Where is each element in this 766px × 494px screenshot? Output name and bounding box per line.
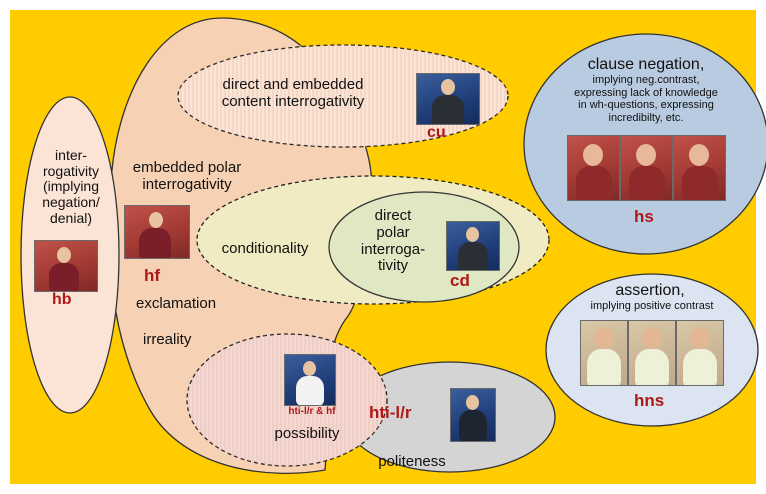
signer-body bbox=[629, 166, 665, 200]
direct-polar-region bbox=[328, 191, 520, 303]
signer-head bbox=[303, 361, 316, 376]
hns-signer-photo-3 bbox=[676, 320, 724, 386]
signer-body bbox=[576, 166, 612, 200]
hs-signer-photo-3 bbox=[673, 135, 726, 201]
cd-code: cd bbox=[450, 271, 470, 290]
cd-signer-photo bbox=[446, 221, 500, 271]
hs-signer-photo-1 bbox=[567, 135, 620, 201]
signer-body bbox=[139, 228, 171, 258]
signer-body bbox=[587, 349, 621, 385]
signer-body bbox=[49, 263, 79, 291]
signer-body bbox=[296, 376, 324, 405]
possibility-label: possibility bbox=[274, 425, 340, 442]
content-interrogativity-label: direct and embedded content interrogativ… bbox=[221, 76, 365, 110]
hb-signer-photo bbox=[34, 240, 98, 292]
signer-head bbox=[57, 247, 71, 263]
signer-body bbox=[458, 242, 488, 270]
possibility-inner-code: hti-l/r & hf bbox=[288, 406, 336, 417]
politeness-code: hti-l/r bbox=[369, 403, 412, 422]
conditionality-label: conditionality bbox=[221, 240, 309, 257]
irreality-label: irreality bbox=[143, 331, 192, 348]
signer-body bbox=[682, 166, 718, 200]
cu-code: cu bbox=[427, 124, 446, 141]
hf-signer-photo bbox=[124, 205, 190, 259]
signer-head bbox=[689, 144, 709, 166]
politeness-label: politeness bbox=[378, 453, 446, 470]
hs-code: hs bbox=[634, 207, 654, 226]
embedded-polar-label: embedded polar interrogativity bbox=[132, 159, 242, 193]
cu-signer-photo bbox=[416, 73, 480, 125]
signer-body bbox=[635, 349, 669, 385]
hns-code: hns bbox=[634, 391, 665, 410]
possibility-signer-photo bbox=[284, 354, 336, 406]
signer-body bbox=[683, 349, 717, 385]
clause-negation-subtitle: implying neg.contrast, expressing lack o… bbox=[574, 74, 718, 124]
politeness-signer-photo bbox=[450, 388, 496, 442]
signer-head bbox=[583, 144, 603, 166]
hns-signer-photo-1 bbox=[580, 320, 628, 386]
signer-head bbox=[466, 395, 479, 410]
signer-head bbox=[636, 144, 656, 166]
signer-body bbox=[459, 410, 487, 441]
exclamation-label: exclamation bbox=[136, 295, 217, 312]
assertion-subtitle: implying positive contrast bbox=[590, 300, 714, 312]
hns-signer-photo-2 bbox=[628, 320, 676, 386]
interrogativity-label: inter- rogativity (implying negation/ de… bbox=[42, 147, 100, 226]
signer-head bbox=[690, 327, 710, 349]
assertion-title: assertion, bbox=[615, 282, 685, 299]
hb-code: hb bbox=[52, 291, 72, 308]
signer-head bbox=[149, 212, 163, 228]
signer-body bbox=[432, 95, 464, 124]
hs-signer-photo-2 bbox=[620, 135, 673, 201]
signer-head bbox=[642, 327, 662, 349]
signer-head bbox=[594, 327, 614, 349]
clause-negation-title: clause negation, bbox=[587, 56, 705, 73]
signer-head bbox=[441, 79, 455, 95]
signer-head bbox=[466, 227, 479, 242]
hf-code: hf bbox=[144, 266, 161, 285]
direct-polar-label: direct polar interroga- tivity bbox=[360, 207, 426, 275]
